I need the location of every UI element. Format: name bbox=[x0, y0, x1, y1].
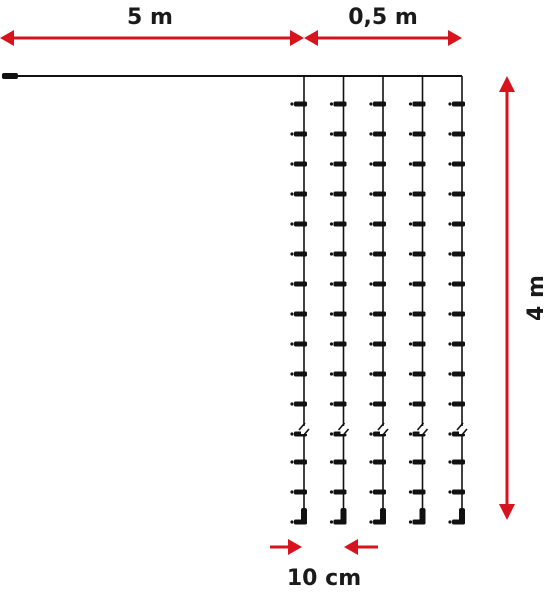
led-bulb-icon bbox=[448, 221, 465, 227]
led-bulb-icon bbox=[448, 131, 465, 137]
curtain-width-label: 0,5 m bbox=[348, 5, 418, 30]
led-bulb-icon bbox=[369, 131, 386, 137]
led-bulb-icon bbox=[408, 459, 426, 465]
led-bulb-icon bbox=[408, 191, 426, 197]
led-bulb-icon bbox=[369, 341, 386, 347]
led-bulb-icon bbox=[369, 401, 386, 407]
dim-curtain-height: 4 m bbox=[499, 76, 549, 520]
end-cap-icon bbox=[419, 508, 426, 522]
led-bulb-icon bbox=[329, 221, 347, 227]
led-strand bbox=[408, 76, 429, 525]
cable-break-icon bbox=[377, 422, 389, 437]
led-bulb-icon bbox=[290, 371, 307, 377]
led-bulb-icon bbox=[329, 101, 347, 107]
end-cap-icon bbox=[459, 508, 465, 522]
led-bulb-icon bbox=[329, 371, 347, 377]
led-bulb-icon bbox=[408, 101, 426, 107]
led-bulb-icon bbox=[448, 281, 465, 287]
led-bulb-icon bbox=[408, 131, 426, 137]
led-bulb-icon bbox=[369, 221, 386, 227]
led-bulb-icon bbox=[369, 251, 386, 257]
led-bulb-icon bbox=[329, 489, 347, 495]
dim-lead-cable: 5 m bbox=[0, 5, 304, 46]
led-bulb-icon bbox=[329, 281, 347, 287]
strand-spacing-label: 10 cm bbox=[287, 566, 361, 591]
led-bulb-icon bbox=[329, 161, 347, 167]
led-bulb-icon bbox=[369, 489, 386, 495]
plug-icon bbox=[2, 73, 18, 79]
led-bulb-icon bbox=[290, 221, 307, 227]
led-bulb-icon bbox=[408, 371, 426, 377]
lead-cable bbox=[2, 73, 462, 79]
led-bulb-icon bbox=[408, 161, 426, 167]
led-strand bbox=[369, 76, 389, 525]
led-bulb-icon bbox=[369, 371, 386, 377]
cable-break-icon bbox=[416, 422, 429, 437]
led-bulb-icon bbox=[329, 401, 347, 407]
led-bulb-icon bbox=[408, 251, 426, 257]
dim-strand-spacing: 10 cm bbox=[270, 539, 378, 591]
led-bulb-icon bbox=[290, 101, 307, 107]
led-bulb-icon bbox=[448, 101, 465, 107]
led-bulb-icon bbox=[290, 459, 307, 465]
led-bulb-icon bbox=[329, 459, 347, 465]
led-bulb-icon bbox=[290, 489, 307, 495]
led-bulb-icon bbox=[448, 311, 465, 317]
led-bulb-icon bbox=[369, 161, 386, 167]
lead-cable-length-label: 5 m bbox=[127, 5, 173, 30]
led-bulb-icon bbox=[329, 251, 347, 257]
led-bulb-icon bbox=[408, 311, 426, 317]
led-bulb-icon bbox=[408, 221, 426, 227]
led-strands bbox=[290, 76, 468, 525]
led-bulb-icon bbox=[290, 401, 307, 407]
led-bulb-icon bbox=[448, 161, 465, 167]
led-bulb-icon bbox=[290, 341, 307, 347]
end-cap-icon bbox=[301, 508, 307, 522]
led-bulb-icon bbox=[448, 459, 465, 465]
led-bulb-icon bbox=[408, 341, 426, 347]
led-bulb-icon bbox=[290, 131, 307, 137]
led-bulb-icon bbox=[408, 281, 426, 287]
led-bulb-icon bbox=[369, 191, 386, 197]
led-strand bbox=[448, 76, 468, 525]
cable-break-icon bbox=[456, 422, 468, 437]
led-bulb-icon bbox=[448, 401, 465, 407]
led-bulb-icon bbox=[290, 281, 307, 287]
led-bulb-icon bbox=[369, 459, 386, 465]
cable-break-icon bbox=[298, 422, 310, 437]
led-strand bbox=[290, 76, 310, 525]
led-bulb-icon bbox=[369, 311, 386, 317]
led-bulb-icon bbox=[448, 489, 465, 495]
led-bulb-icon bbox=[290, 311, 307, 317]
led-bulb-icon bbox=[290, 161, 307, 167]
led-bulb-icon bbox=[408, 401, 426, 407]
end-cap-icon bbox=[380, 508, 386, 522]
dim-curtain-width: 0,5 m bbox=[304, 5, 462, 46]
led-bulb-icon bbox=[290, 251, 307, 257]
led-bulb-icon bbox=[369, 281, 386, 287]
led-bulb-icon bbox=[329, 131, 347, 137]
cable-break-icon bbox=[337, 422, 350, 437]
led-bulb-icon bbox=[408, 489, 426, 495]
led-bulb-icon bbox=[329, 311, 347, 317]
led-bulb-icon bbox=[329, 341, 347, 347]
led-bulb-icon bbox=[369, 101, 386, 107]
led-bulb-icon bbox=[329, 191, 347, 197]
led-bulb-icon bbox=[448, 371, 465, 377]
led-bulb-icon bbox=[448, 191, 465, 197]
curtain-height-label: 4 m bbox=[524, 275, 549, 321]
led-bulb-icon bbox=[290, 191, 307, 197]
led-bulb-icon bbox=[448, 341, 465, 347]
end-cap-icon bbox=[340, 508, 347, 522]
led-strand bbox=[329, 76, 350, 525]
led-bulb-icon bbox=[448, 251, 465, 257]
